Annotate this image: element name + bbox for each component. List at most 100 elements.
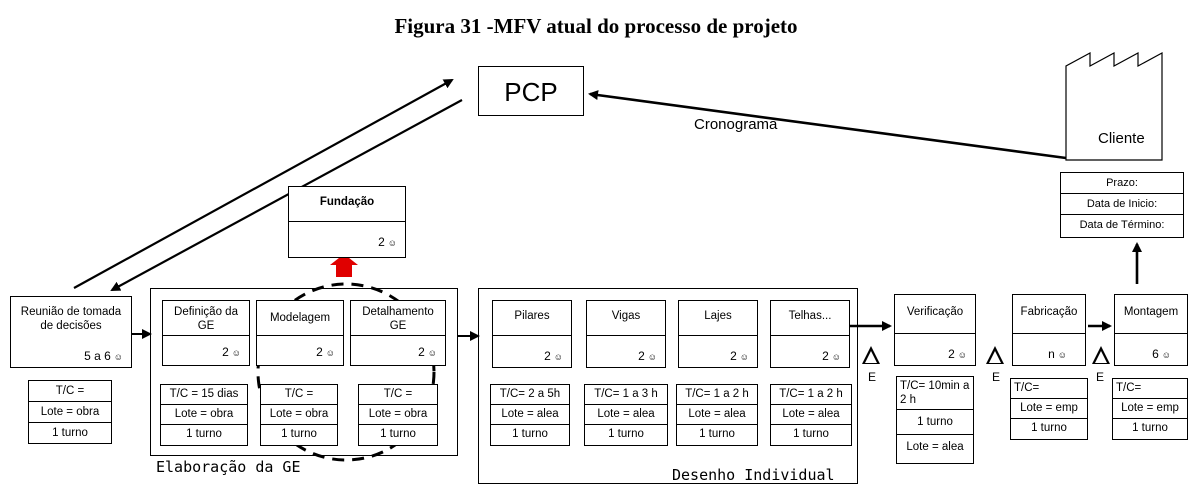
process-lajes: Lajes 2☺: [678, 300, 758, 368]
process-operators: 2☺: [822, 349, 841, 363]
process-operators: 2☺: [730, 349, 749, 363]
data-box-modelagem: T/C = Lote = obra 1 turno: [260, 384, 338, 446]
lot-size: Lote = alea: [585, 405, 667, 425]
process-montagem: Montagem 6☺: [1114, 294, 1188, 366]
lot-size: Lote = obra: [359, 405, 437, 425]
cliente-data-termino: Data de Término:: [1079, 219, 1165, 231]
lot-size: Lote = obra: [161, 405, 247, 425]
process-name: Reunião de tomada de decisões: [20, 306, 122, 332]
shifts: 1 turno: [186, 428, 222, 440]
operator-icon: ☺: [113, 352, 123, 362]
shifts: 1 turno: [608, 428, 644, 440]
process-fabricacao: Fabricação n☺: [1012, 294, 1086, 366]
cliente-info-box: Prazo: Data de Inicio: Data de Término:: [1060, 172, 1184, 238]
data-box-verificacao: T/C= 10min a 2 h 1 turno Lote = alea: [896, 376, 974, 464]
process-name: Fabricação: [1020, 306, 1078, 318]
process-verificacao: Verificação 2☺: [894, 294, 976, 366]
process-name: Montagem: [1123, 306, 1179, 318]
lot-size: Lote = alea: [677, 405, 757, 425]
lot-size: Lote = alea: [491, 405, 569, 425]
process-operators: 5 a 6☺: [84, 349, 123, 363]
factory-outline: [1065, 51, 1163, 161]
shifts: 1 turno: [380, 428, 416, 440]
shifts: 1 turno: [897, 410, 973, 435]
cycle-time: T/C= 1 a 2 h: [771, 385, 851, 405]
arrow-pcp-to-reuniao: [110, 99, 463, 291]
process-operators: n☺: [1048, 347, 1067, 361]
shifts: 1 turno: [1132, 422, 1168, 434]
process-name: Vigas: [611, 310, 641, 322]
data-box-lajes: T/C= 1 a 2 h Lote = alea 1 turno: [676, 384, 758, 446]
shifts: 1 turno: [52, 427, 88, 439]
cycle-time: T/C =: [29, 381, 111, 402]
data-box-definicao: T/C = 15 dias Lote = obra 1 turno: [160, 384, 248, 446]
cycle-time: T/C = 15 dias: [161, 385, 247, 405]
data-box-montagem: T/C= Lote = emp 1 turno: [1112, 378, 1188, 440]
process-name: Fundação: [319, 196, 375, 208]
process-pilares: Pilares 2☺: [492, 300, 572, 368]
operator-icon: ☺: [831, 352, 841, 362]
group-elaboracao: [150, 288, 458, 456]
operator-icon: ☺: [387, 238, 397, 248]
process-operators: 2☺: [544, 349, 563, 363]
lot-size: Lote = obra: [261, 405, 337, 425]
process-name: Pilares: [514, 310, 550, 322]
process-definicao: Definição da GE 2☺: [162, 300, 250, 366]
operator-icon: ☺: [957, 350, 967, 360]
red-arrow-head: [330, 254, 358, 265]
process-operators: 2☺: [378, 235, 397, 249]
process-name: Detalhamento GE: [362, 306, 434, 332]
inventory-label-3: E: [1096, 370, 1105, 384]
cycle-time: T/C= 1 a 3 h: [585, 385, 667, 405]
operator-icon: ☺: [325, 348, 335, 358]
arrow-cliente-to-pcp: [588, 90, 1067, 160]
process-modelagem: Modelagem 2☺: [256, 300, 344, 366]
cycle-time: T/C= 2 a 5h: [491, 385, 569, 405]
process-name: Definição da GE: [174, 306, 238, 332]
process-reuniao: Reunião de tomada de decisões 5 a 6☺: [10, 296, 132, 368]
cronograma-label: Cronograma: [694, 116, 778, 133]
process-detalhamento: Detalhamento GE 2☺: [350, 300, 446, 366]
process-operators: 2☺: [222, 345, 241, 359]
data-box-detalhamento: T/C = Lote = obra 1 turno: [358, 384, 438, 446]
process-operators: 2☺: [316, 345, 335, 359]
process-operators: 2☺: [418, 345, 437, 359]
lot-size: Lote = obra: [29, 402, 111, 423]
cliente-prazo: Prazo:: [1061, 173, 1183, 194]
cliente-data-inicio: Data de Inicio:: [1061, 194, 1183, 215]
cycle-time: T/C =: [261, 385, 337, 405]
operator-icon: ☺: [553, 352, 563, 362]
red-arrow-body: [336, 265, 352, 277]
lot-size: Lote = emp: [1113, 399, 1187, 419]
data-box-reuniao: T/C = Lote = obra 1 turno: [28, 380, 112, 444]
shifts: 1 turno: [1031, 422, 1067, 434]
data-box-fabricacao: T/C= Lote = emp 1 turno: [1010, 378, 1088, 440]
data-box-pilares: T/C= 2 a 5h Lote = alea 1 turno: [490, 384, 570, 446]
inventory-label-1: E: [868, 370, 877, 384]
data-box-telhas: T/C= 1 a 2 h Lote = alea 1 turno: [770, 384, 852, 446]
process-name: Modelagem: [269, 312, 331, 324]
process-vigas: Vigas 2☺: [586, 300, 666, 368]
inventory-label-2: E: [992, 370, 1001, 384]
shifts: 1 turno: [793, 428, 829, 440]
operator-icon: ☺: [1057, 350, 1067, 360]
group-elaboracao-label: Elaboração da GE: [156, 458, 301, 476]
data-box-vigas: T/C= 1 a 3 h Lote = alea 1 turno: [584, 384, 668, 446]
cliente-label: Cliente: [1098, 130, 1145, 147]
kaizen-circle: [256, 282, 436, 462]
lot-size: Lote = alea: [906, 441, 964, 453]
operator-icon: ☺: [231, 348, 241, 358]
lot-size: Lote = emp: [1011, 399, 1087, 419]
operator-icon: ☺: [739, 352, 749, 362]
process-operators: 2☺: [948, 347, 967, 361]
operator-icon: ☺: [647, 352, 657, 362]
cycle-time: T/C=: [1113, 379, 1187, 399]
cycle-time: T/C= 1 a 2 h: [677, 385, 757, 405]
shifts: 1 turno: [512, 428, 548, 440]
process-operators: 2☺: [638, 349, 657, 363]
lot-size: Lote = alea: [771, 405, 851, 425]
group-desenho-label: Desenho Individual: [672, 466, 835, 484]
cycle-time: T/C =: [359, 385, 437, 405]
operator-icon: ☺: [427, 348, 437, 358]
